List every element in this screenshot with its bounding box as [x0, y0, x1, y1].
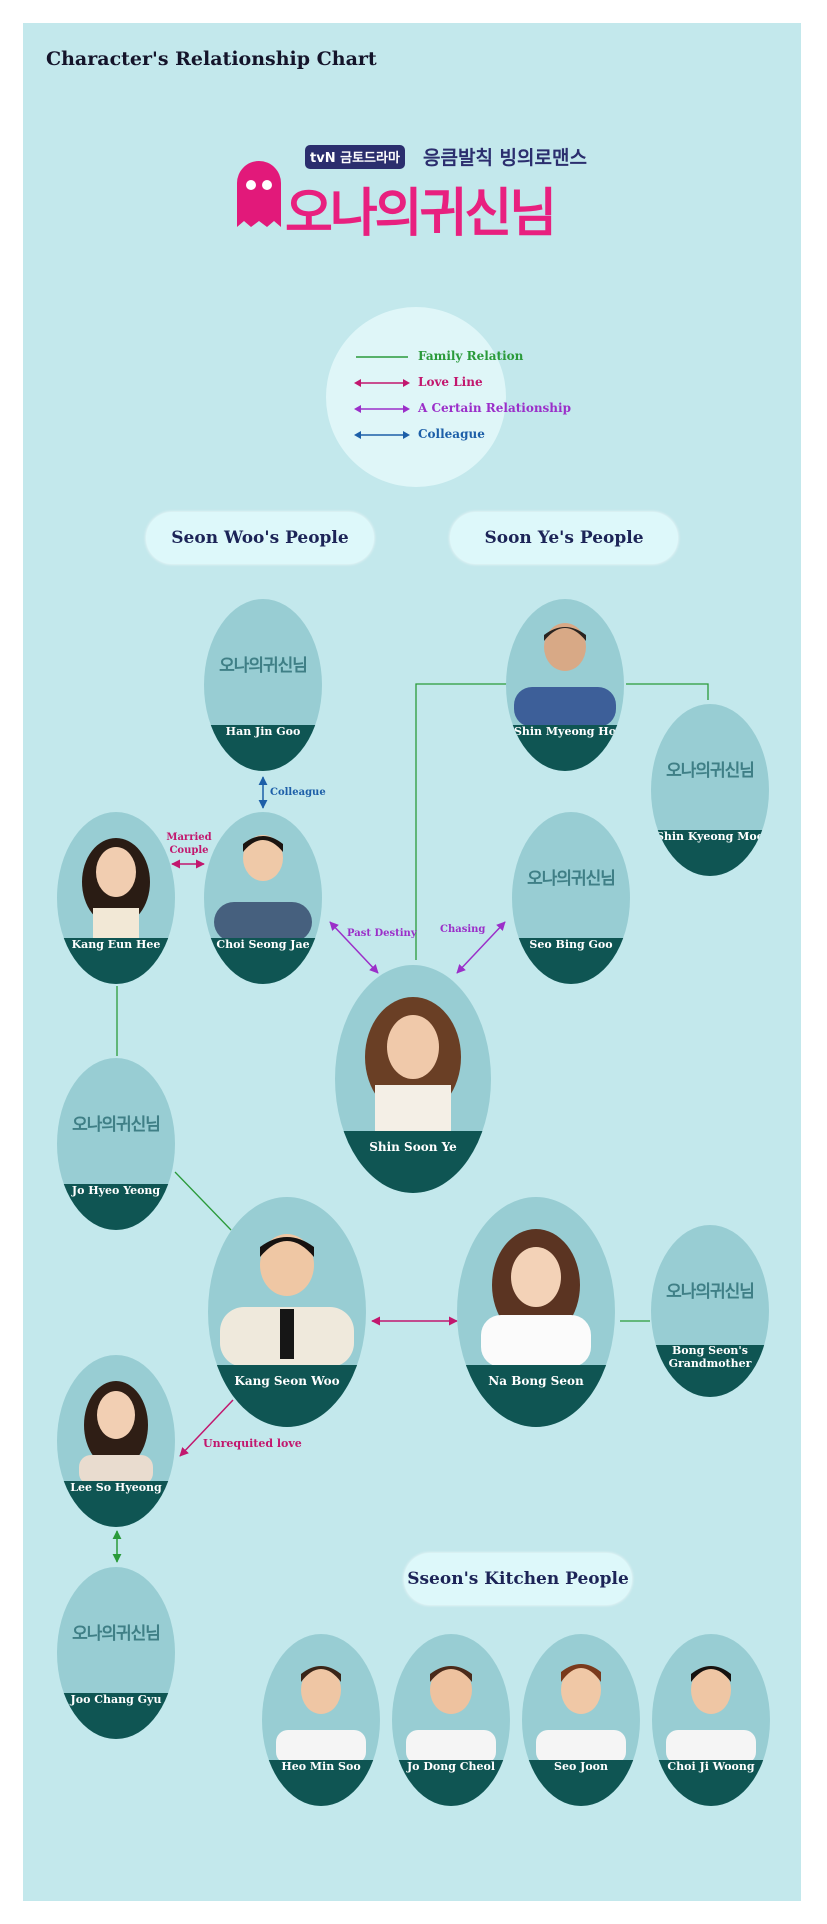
name-label: Heo Min Soo: [281, 1760, 361, 1773]
name-label: Kang Eun Hee: [71, 938, 161, 951]
legend-certain: A Certain Relationship: [418, 401, 571, 415]
name-label: Bong Seon's Grandmother: [668, 1344, 752, 1370]
person-na-bong-seon[interactable]: Na Bong Seon: [457, 1197, 615, 1427]
logo-tagline: 응큼발칙 빙의로맨스: [423, 147, 587, 169]
person-shin-kyeong-moo[interactable]: 오나의귀신님 Shin Kyeong Moo: [651, 704, 769, 876]
legend-family: Family Relation: [418, 349, 524, 363]
portrait: [536, 1664, 626, 1764]
person-seo-joon[interactable]: Seo Joon: [522, 1634, 640, 1806]
name-label: Seo Joon: [554, 1760, 608, 1773]
person-shin-soon-ye[interactable]: Shin Soon Ye: [335, 965, 491, 1193]
chart-title: Character's Relationship Chart: [46, 48, 377, 70]
legend-lines: [354, 356, 410, 439]
person-joo-chang-gyu[interactable]: 오나의귀신님 Joo Chang Gyu: [57, 1567, 175, 1739]
portrait: [406, 1666, 496, 1764]
portrait: [214, 835, 312, 942]
placeholder-logo: 오나의귀신님: [72, 1623, 161, 1644]
portrait: [276, 1666, 366, 1764]
name-label: Jo Hyeo Yeong: [71, 1184, 161, 1197]
group-kitchen: Sseon's Kitchen People: [404, 1553, 632, 1605]
placeholder-logo: 오나의귀신님: [219, 655, 308, 676]
ghost-icon: [237, 161, 281, 227]
portrait: [481, 1229, 591, 1367]
name-label: Na Bong Seon: [488, 1374, 584, 1388]
person-kang-seon-woo[interactable]: Kang Seon Woo: [208, 1197, 366, 1427]
portrait: [666, 1666, 756, 1764]
legend: [326, 307, 506, 487]
relation-past-destiny: Past Destiny: [347, 928, 417, 939]
name-label: Kang Seon Woo: [234, 1374, 340, 1388]
placeholder-logo: 오나의귀신님: [666, 1281, 755, 1302]
group-soon-ye: Soon Ye's People: [450, 512, 678, 564]
placeholder-logo: 오나의귀신님: [72, 1114, 161, 1135]
relation-married: Married Couple: [166, 832, 212, 856]
person-heo-min-soo[interactable]: Heo Min Soo: [262, 1634, 380, 1806]
name-label: Han Jin Goo: [225, 725, 301, 738]
credit-watermark: kyunii88: [36, 1913, 85, 1924]
placeholder-logo: 오나의귀신님: [666, 760, 755, 781]
portrait: [220, 1234, 354, 1367]
placeholder-logo: 오나의귀신님: [527, 868, 616, 889]
relation-colleague: Colleague: [270, 787, 326, 798]
person-jo-dong-cheol[interactable]: Jo Dong Cheol: [392, 1634, 510, 1806]
logo-main: 오나의귀신님: [285, 184, 554, 244]
portrait: [514, 623, 616, 727]
legend-love: Love Line: [418, 375, 483, 389]
logo-top: tvN 금토드라마: [310, 150, 400, 166]
portrait: [82, 838, 150, 938]
person-choi-ji-woong[interactable]: Choi Ji Woong: [652, 1634, 770, 1806]
person-kang-eun-hee[interactable]: Kang Eun Hee: [57, 812, 175, 984]
person-shin-myeong-ho[interactable]: Shin Myeong Ho: [506, 599, 624, 771]
name-label: Jo Dong Cheol: [406, 1760, 496, 1773]
name-label: Seo Bing Goo: [529, 938, 613, 951]
person-bong-seon-grandmother[interactable]: 오나의귀신님 Bong Seon's Grandmother: [651, 1225, 769, 1397]
relation-unrequited: Unrequited love: [203, 1437, 302, 1450]
person-lee-so-hyeong[interactable]: Lee So Hyeong: [57, 1355, 175, 1527]
drama-logo: tvN 금토드라마 응큼발칙 빙의로맨스 오나의귀신님: [237, 145, 587, 244]
person-choi-seong-jae[interactable]: Choi Seong Jae: [204, 812, 322, 984]
relation-chasing: Chasing: [440, 924, 486, 935]
name-label: Shin Myeong Ho: [513, 725, 617, 738]
name-label: Shin Kyeong Moo: [655, 830, 765, 843]
name-label: Choi Ji Woong: [667, 1760, 755, 1773]
name-label: Choi Seong Jae: [216, 938, 310, 951]
person-jo-hyeo-yeong[interactable]: 오나의귀신님 Jo Hyeo Yeong: [57, 1058, 175, 1230]
portrait: [79, 1381, 153, 1485]
portrait: [365, 997, 461, 1131]
group-seon-woo: Seon Woo's People: [146, 512, 374, 564]
person-han-jin-goo[interactable]: 오나의귀신님 Han Jin Goo: [204, 599, 322, 771]
legend-colleague: Colleague: [418, 427, 485, 441]
name-label: Lee So Hyeong: [70, 1481, 162, 1494]
name-label: Shin Soon Ye: [369, 1140, 457, 1154]
person-seo-bing-goo[interactable]: 오나의귀신님 Seo Bing Goo: [512, 812, 630, 984]
name-label: Joo Chang Gyu: [70, 1693, 162, 1706]
